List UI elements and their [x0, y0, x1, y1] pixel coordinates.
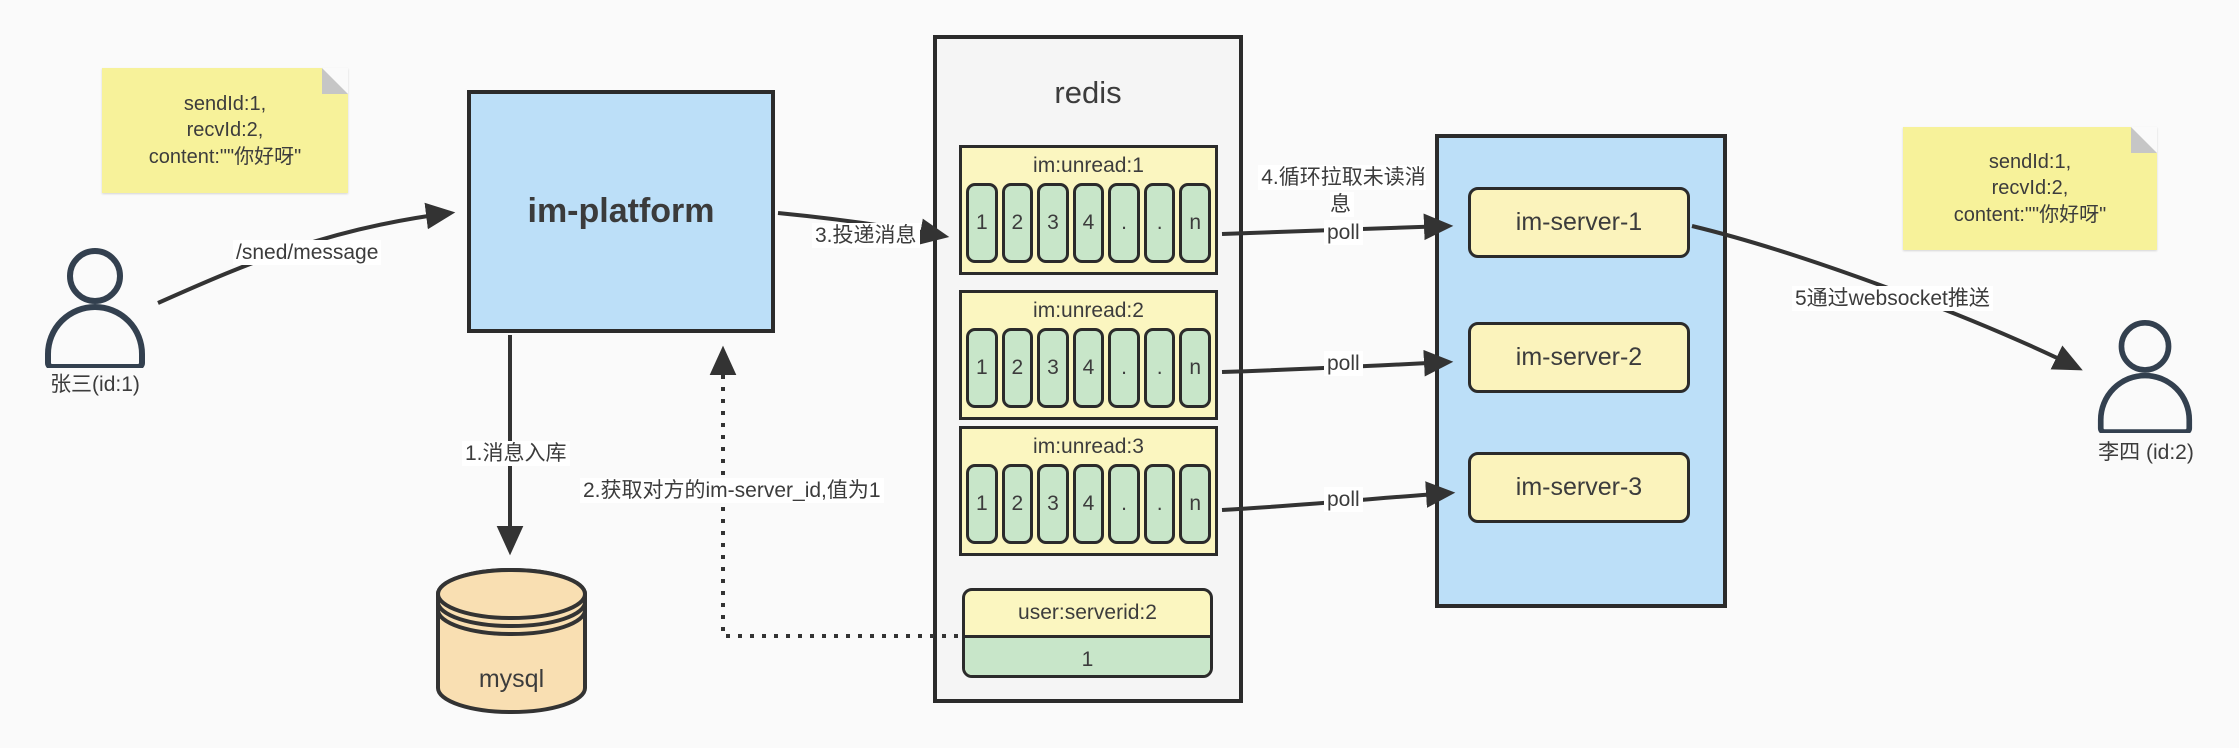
send-edge-label: /sned/message: [233, 240, 382, 265]
queue-cell: 3: [1037, 328, 1069, 408]
queue-cell: 4: [1072, 183, 1105, 263]
im-platform-box: im-platform: [467, 90, 775, 333]
queue-cell: 3: [1037, 183, 1069, 263]
queue-cell: .: [1143, 328, 1176, 408]
queue-cell: .: [1143, 464, 1176, 544]
queue-cell: 2: [1001, 328, 1034, 408]
queue-cell: n: [1179, 464, 1212, 544]
queue-cell: 1: [966, 464, 998, 544]
mysql-database: mysql: [433, 566, 590, 716]
queue-cell: n: [1179, 183, 1212, 263]
receiver-label: 李四 (id:2): [2098, 441, 2194, 464]
redis-kv-user-serverid: user:serverid:2 1: [962, 588, 1213, 678]
deliver-edge-label: 3.投递消息: [812, 219, 920, 249]
im-server-2-label: im-server-2: [1515, 343, 1643, 371]
receiver-actor: 李四 (id:2): [2093, 320, 2199, 464]
kv-key: user:serverid:2: [1018, 601, 1157, 624]
message-note-right: sendId:1, recvId:2, content:""你好呀": [1903, 127, 2157, 250]
queue-cell: 1: [966, 328, 998, 408]
queue-cell: n: [1179, 328, 1212, 408]
queue-cell: .: [1108, 328, 1140, 408]
queue-cell: .: [1108, 464, 1140, 544]
queue-title: im:unread:2: [1033, 299, 1144, 322]
queue-cell: 2: [1001, 464, 1034, 544]
person-icon: [45, 248, 145, 370]
queue-cell: 1: [966, 183, 998, 263]
im-server-1-box: im-server-1: [1468, 187, 1690, 258]
poll-label-2: poll: [1324, 351, 1363, 376]
note-line: content:""你好呀": [1953, 203, 2107, 226]
queue-title: im:unread:1: [1033, 154, 1144, 177]
im-server-3-label: im-server-3: [1515, 473, 1643, 501]
queue-cell: 4: [1072, 328, 1105, 408]
note-line: content:""你好呀": [148, 145, 302, 168]
mysql-label: mysql: [478, 665, 545, 693]
message-note-left: sendId:1, recvId:2, content:""你好呀": [102, 68, 348, 193]
queue-cell: 3: [1037, 464, 1069, 544]
note-line: sendId:1,: [1988, 150, 2072, 173]
person-icon: [2097, 320, 2193, 435]
store-edge-label: 1.消息入库: [462, 437, 570, 467]
push-edge-label: 5通过websocket推送: [1792, 282, 1993, 312]
queue-cell: 2: [1001, 183, 1034, 263]
kv-value: 1: [965, 635, 1210, 675]
database-cylinder-icon: [436, 568, 587, 714]
queue-cell: 4: [1072, 464, 1105, 544]
im-server-3-box: im-server-3: [1468, 452, 1690, 523]
im-platform-label: im-platform: [527, 192, 715, 230]
queue-title: im:unread:3: [1033, 435, 1144, 458]
queue-cell: .: [1108, 183, 1140, 263]
note-line: sendId:1,: [183, 92, 267, 115]
pull-edge-label: 4.循环拉取未读消息: [1258, 164, 1426, 219]
im-server-2-box: im-server-2: [1468, 322, 1690, 393]
redis-title: redis: [1054, 75, 1122, 110]
lookup-edge-label: 2.获取对方的im-server_id,值为1: [580, 474, 884, 504]
queue-cell: .: [1143, 183, 1176, 263]
im-server-1-label: im-server-1: [1515, 208, 1643, 236]
poll-label-3: poll: [1324, 487, 1363, 512]
poll-label-1: poll: [1324, 220, 1363, 245]
note-line: recvId:2,: [186, 119, 264, 142]
sender-actor: 张三(id:1): [40, 248, 150, 396]
note-line: recvId:2,: [1991, 177, 2069, 200]
sender-label: 张三(id:1): [50, 373, 140, 396]
